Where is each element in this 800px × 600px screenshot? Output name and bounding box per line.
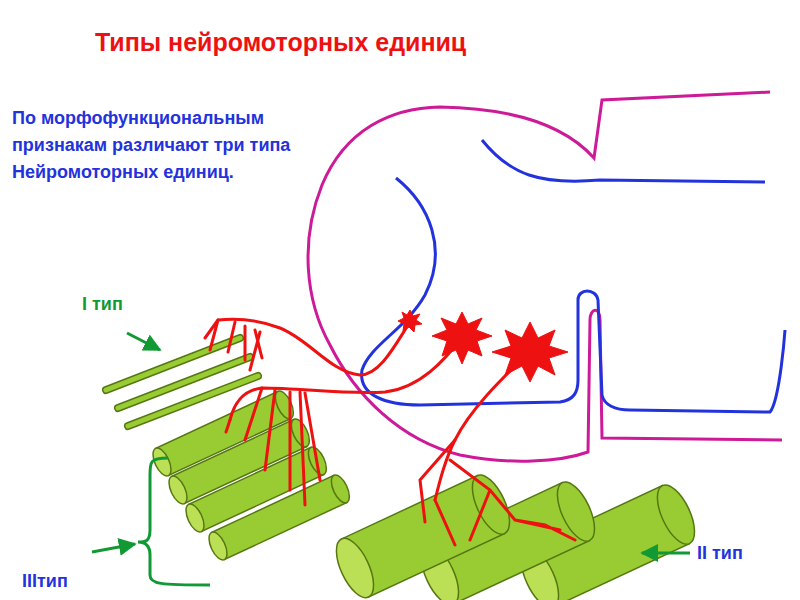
motor-neuron [398,310,568,382]
muscle-fiber-type-3 [149,388,353,562]
bracket [138,458,210,585]
type-label: IIIтип [22,570,68,592]
type-label: I тип [82,293,123,315]
grey-matter-outline [482,140,765,182]
intro-text: По морфофункциональным признакам различа… [12,105,312,186]
spinal-cord-outline [308,92,782,461]
muscle-fiber-type-2 [329,470,702,600]
title: Типы нейромоторных единиц [95,28,466,57]
muscle-fiber-type-1 [106,338,258,426]
leader-arrow [92,333,690,553]
type-label: II тип [697,542,743,564]
axon [205,319,575,545]
